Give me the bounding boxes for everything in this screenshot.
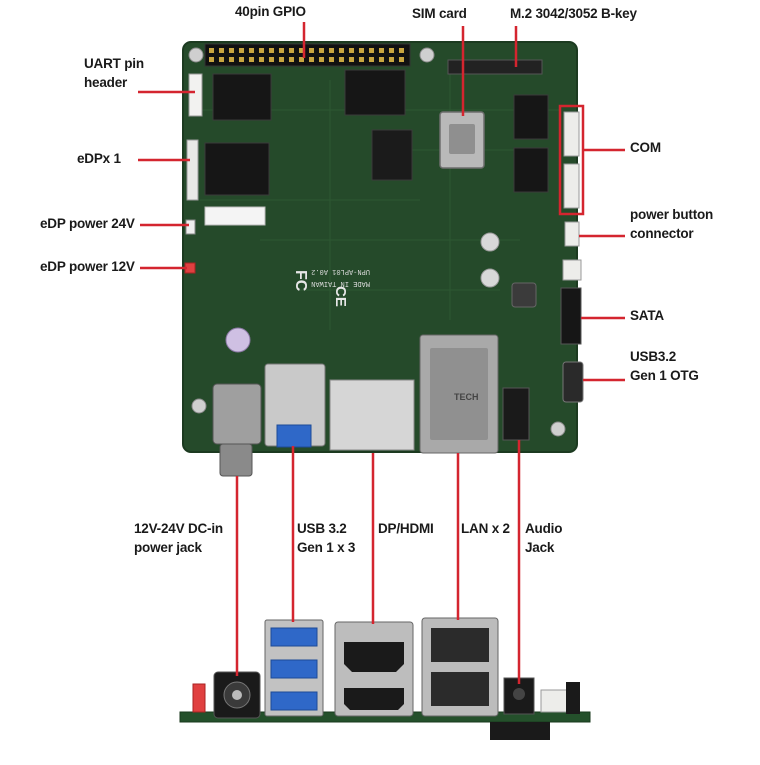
board-model-print: UPN-APL01 A0.2 <box>311 267 370 275</box>
label-dc-in: 12V-24V DC-in <box>134 521 223 536</box>
gpio-pin <box>299 48 304 53</box>
label-usb: USB 3.2 <box>297 521 347 536</box>
fcc-logo: FC <box>292 270 309 292</box>
chip <box>513 147 549 193</box>
power-button-connector <box>564 221 580 247</box>
label-40pin-gpio: 40pin GPIO <box>235 4 306 19</box>
gpio-pin <box>269 48 274 53</box>
gpio-pin <box>209 57 214 62</box>
gpio-pin <box>209 48 214 53</box>
gpio-pin <box>399 48 404 53</box>
callout-lines <box>138 22 625 684</box>
gpio-pin <box>359 57 364 62</box>
gpio-pin <box>389 48 394 53</box>
gpio-pin <box>269 57 274 62</box>
dc-jack-top <box>212 383 262 477</box>
gpio-pin <box>369 57 374 62</box>
gpio-pin <box>289 57 294 62</box>
label-uart-header: header <box>84 75 128 90</box>
gpio-pin <box>309 57 314 62</box>
label-usb-otg-gen: Gen 1 OTG <box>630 368 699 383</box>
gpio-pin <box>299 57 304 62</box>
usb-otg-port <box>562 361 584 403</box>
gpio-pin <box>379 48 384 53</box>
sata-connector <box>560 287 582 345</box>
edp-power-24v-header <box>185 219 196 235</box>
gpio-pin <box>379 57 384 62</box>
uart-header <box>188 73 203 117</box>
emmc-chip <box>204 142 270 196</box>
com-highlight <box>558 104 585 216</box>
board-side-view <box>179 617 591 740</box>
gpio-pin <box>349 57 354 62</box>
gpio-pin <box>229 48 234 53</box>
connector <box>562 259 582 281</box>
audio-header <box>502 387 530 441</box>
label-m2-slot: M.2 3042/3052 B-key <box>510 6 637 21</box>
label-power-jack: power jack <box>134 540 202 555</box>
label-audio: Audio <box>525 521 563 536</box>
gpio-pin <box>369 48 374 53</box>
label-power-button: power button <box>630 207 714 222</box>
gpio-pin <box>279 57 284 62</box>
label-com: COM <box>630 140 661 155</box>
label-edp: eDPx 1 <box>77 151 121 166</box>
gpio-pin <box>239 57 244 62</box>
gpio-pin <box>319 48 324 53</box>
label-usb-gen: Gen 1 x 3 <box>297 540 356 555</box>
label-edp-power-12v: eDP power 12V <box>40 259 135 274</box>
gpio-pin <box>259 57 264 62</box>
chip <box>371 129 413 181</box>
chip <box>513 94 549 140</box>
gpio-pin <box>289 48 294 53</box>
gpio-pin <box>399 57 404 62</box>
gpio-pin <box>259 48 264 53</box>
ce-mark: CE <box>332 286 349 307</box>
gpio-pin <box>389 57 394 62</box>
inductor <box>511 282 537 308</box>
label-dp-hdmi: DP/HDMI <box>378 521 434 536</box>
ram-chip <box>344 69 406 116</box>
gpio-header <box>204 43 411 67</box>
label-sim-card: SIM card <box>412 6 467 21</box>
usb-port-icon <box>264 619 324 717</box>
label-power-button-connector: connector <box>630 226 694 241</box>
label-edp-power-24v: eDP power 24V <box>40 216 135 231</box>
gpio-pin <box>309 48 314 53</box>
usb-stack-top <box>264 363 326 448</box>
capacitor <box>225 327 251 353</box>
sim-slot-icon <box>439 111 485 169</box>
com-header <box>563 111 580 157</box>
gpio-pin <box>219 48 224 53</box>
ram-chip <box>212 73 272 121</box>
dp-hdmi-top <box>329 379 415 451</box>
com-header <box>563 163 580 209</box>
label-audio-jack: Jack <box>525 540 555 555</box>
label-usb-otg: USB3.2 <box>630 349 677 364</box>
gpio-pin <box>219 57 224 62</box>
label-sata: SATA <box>630 308 664 323</box>
gpio-pin <box>229 57 234 62</box>
made-in-print: MADE IN TAIWAN <box>311 279 370 287</box>
gpio-pin <box>279 48 284 53</box>
m2-slot <box>447 59 543 75</box>
lan-top: TECH <box>419 334 499 454</box>
gpio-pin <box>249 48 254 53</box>
gpio-pin <box>349 48 354 53</box>
gpio-pin <box>339 57 344 62</box>
gpio-pin <box>329 48 334 53</box>
gpio-pin <box>319 57 324 62</box>
gpio-pin <box>339 48 344 53</box>
gpio-pin <box>249 57 254 62</box>
gpio-pin <box>359 48 364 53</box>
gpio-pin <box>329 57 334 62</box>
label-lan: LAN x 2 <box>461 521 510 536</box>
edp-connector <box>186 139 199 201</box>
label-uart-pin: UART pin <box>84 56 144 71</box>
barcode-sticker <box>204 206 266 226</box>
gpio-pin <box>239 48 244 53</box>
lan-brand-print: TECH <box>454 392 479 402</box>
